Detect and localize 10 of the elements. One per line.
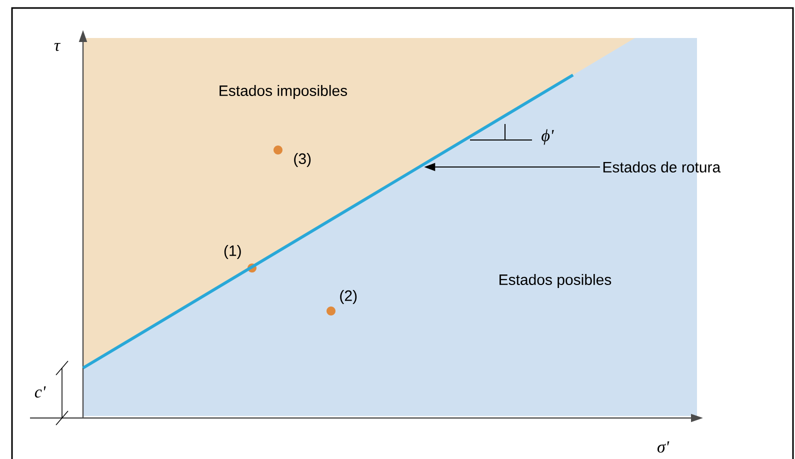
dimension-label: c' — [34, 386, 46, 398]
point-label: (1) — [224, 245, 241, 259]
point-label: (2) — [340, 290, 357, 304]
callout-text: Estados de rotura — [603, 162, 721, 172]
region-label: Estados posibles — [500, 274, 612, 288]
point-label: (3) — [294, 153, 311, 167]
axis-label: σ' — [658, 441, 670, 453]
region-label: Estados imposibles — [220, 85, 348, 99]
axis-label: τ — [54, 43, 61, 51]
angle-label: ϕ' — [542, 129, 554, 145]
